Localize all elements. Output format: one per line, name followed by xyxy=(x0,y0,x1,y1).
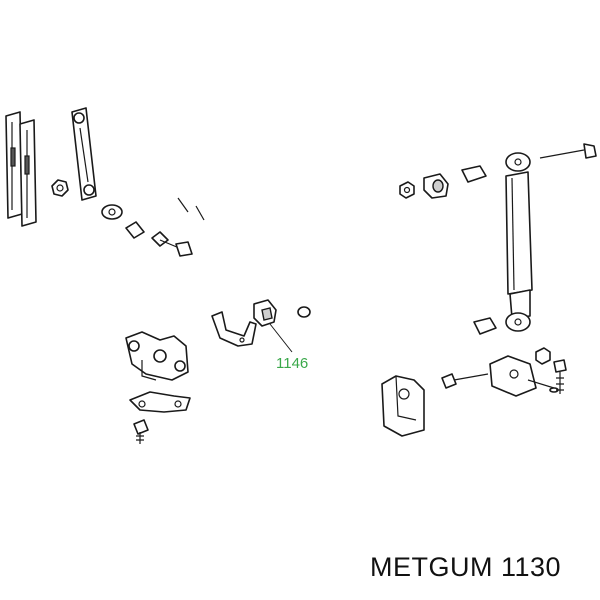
lower-bracket-with-washer xyxy=(489,355,559,397)
upper-bushing-large xyxy=(423,173,449,199)
lower-bolt-horizontal xyxy=(441,373,489,389)
upper-bushing-sleeve xyxy=(461,165,487,183)
part-callout-label: 1146 xyxy=(276,355,309,372)
product-caption: METGUM 1130 xyxy=(370,552,562,582)
stabilizer-bushing-1146 xyxy=(253,299,293,353)
link-plate xyxy=(71,107,97,201)
lower-bushing xyxy=(473,317,497,335)
lower-mount-bracket xyxy=(381,375,425,437)
upper-bolt xyxy=(539,143,597,159)
upper-nut xyxy=(399,181,415,199)
nut-small xyxy=(51,179,69,197)
bushing-clamp xyxy=(211,311,257,347)
shock-absorber xyxy=(505,152,533,332)
frame-bracket-plates xyxy=(5,111,37,227)
bar-bolt xyxy=(125,221,193,257)
lower-nut-small xyxy=(535,347,551,365)
mount-bracket-assembly xyxy=(125,331,191,413)
lower-bolt-vertical xyxy=(553,359,567,394)
stabilizer-bar xyxy=(101,186,373,318)
mount-bolt xyxy=(133,419,149,444)
